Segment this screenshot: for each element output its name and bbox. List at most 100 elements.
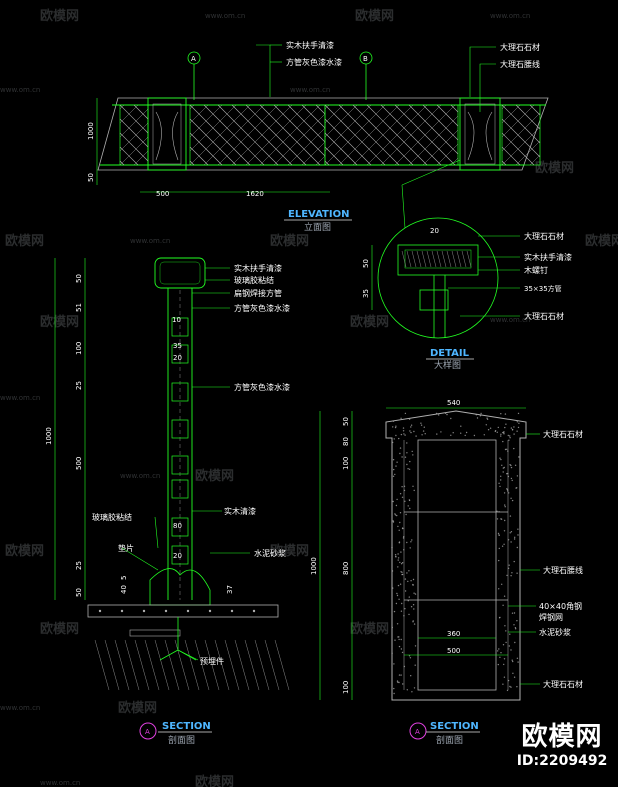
stone-speckle xyxy=(516,686,518,688)
section-b-dim-2: 80 xyxy=(342,437,350,446)
stone-speckle xyxy=(501,464,503,466)
detail-wood-grain xyxy=(461,250,467,268)
detail-wood-grain xyxy=(451,250,457,268)
post-tube xyxy=(171,344,189,364)
floor-hatch-line xyxy=(244,639,260,691)
stone-speckle xyxy=(499,457,501,459)
elevation-label-stone: 大理石石材 xyxy=(500,42,540,52)
stone-speckle xyxy=(401,496,404,498)
stone-speckle xyxy=(500,458,502,461)
elevation-lattice-bar xyxy=(315,155,326,166)
stone-speckle xyxy=(406,463,408,466)
stone-speckle xyxy=(400,638,402,641)
post-tubes xyxy=(171,317,189,565)
watermark-layer: 欧模网 www.om.cn 欧模网 www.om.cn 欧模网 www.om.c… xyxy=(0,8,618,787)
section-b-drawing: 540 50 80 100 800 100 1000 360 500 大理石石材… xyxy=(310,399,583,746)
stone-speckle xyxy=(511,659,513,661)
elevation-lattice-bar xyxy=(422,129,459,166)
stone-speckle xyxy=(514,464,517,466)
detail-wood-grain xyxy=(416,250,422,268)
elevation-lattice-bar xyxy=(203,104,265,166)
stone-speckle xyxy=(510,464,512,467)
stone-speckle xyxy=(394,639,396,641)
stone-speckle xyxy=(400,417,402,419)
floor-hatch-line xyxy=(194,639,210,691)
section-a-dim-5: 500 xyxy=(75,457,83,470)
stone-speckle xyxy=(498,588,500,590)
stone-speckle xyxy=(401,651,404,654)
stone-speckle xyxy=(408,596,410,598)
elevation-dim-base: 50 xyxy=(87,173,95,182)
stone-speckle xyxy=(409,507,411,510)
stone-speckle xyxy=(500,652,502,654)
section-a-dim-t4: 80 xyxy=(173,522,182,530)
stone-speckle xyxy=(496,518,499,520)
stone-speckle xyxy=(450,434,452,436)
stone-speckle xyxy=(391,652,393,654)
detail-wood-grain xyxy=(441,250,447,268)
stone-speckle xyxy=(413,489,415,492)
detail-label-stone-bottom: 大理石石材 xyxy=(524,311,564,321)
elevation-lattice-bar xyxy=(324,104,386,166)
stone-speckle xyxy=(400,610,403,612)
stone-speckle xyxy=(412,604,415,606)
stone-speckle xyxy=(412,583,414,586)
elevation-label-rail: 实木扶手清漆 xyxy=(286,40,334,50)
post-tube xyxy=(171,317,189,337)
elevation-lattice-bar xyxy=(119,132,149,162)
section-a-dim-7: 50 xyxy=(75,588,83,597)
elevation-label-lines: 大理石腰线 xyxy=(500,59,540,69)
stone-speckle xyxy=(415,435,417,437)
stone-speckle xyxy=(409,657,412,659)
stone-speckle xyxy=(413,430,415,433)
stone-speckle xyxy=(407,505,409,507)
section-b-subtitle: 剖面图 xyxy=(436,734,463,746)
section-b-dim-5: 100 xyxy=(342,681,350,694)
stone-speckle xyxy=(403,433,405,435)
section-b-dim-4: 800 xyxy=(342,562,350,575)
floor-hatch-line xyxy=(144,639,160,691)
stone-speckle xyxy=(406,452,408,454)
elevation-lattice-bar xyxy=(217,104,279,166)
stone-speckle xyxy=(397,584,400,587)
section-b-dim-3: 100 xyxy=(342,457,350,470)
stone-speckle xyxy=(398,674,401,676)
stone-speckle xyxy=(401,573,404,576)
stone-speckle xyxy=(516,475,519,477)
stone-speckle xyxy=(413,623,416,625)
elevation-lattice-bar xyxy=(273,104,326,157)
section-a-drawing: 50 51 100 25 500 25 50 1000 10 35 20 80 … xyxy=(45,257,290,746)
elevation-lattice-bar xyxy=(529,104,541,116)
section-marker-a-label: A xyxy=(191,55,196,63)
stone-speckle xyxy=(516,620,518,622)
section-a-dim-t6: 40 xyxy=(120,585,128,594)
elevation-lattice-bar xyxy=(301,141,326,166)
stone-speckle xyxy=(516,546,518,549)
stone-speckle xyxy=(513,560,515,563)
stone-speckle xyxy=(410,541,412,543)
stone-speckle xyxy=(391,626,393,629)
detail-wood-grain xyxy=(466,250,472,268)
stone-speckle xyxy=(420,424,423,426)
stone-speckle xyxy=(395,434,397,437)
stone-speckle xyxy=(408,655,411,657)
stone-speckle xyxy=(513,447,515,450)
section-b-marker-label: A xyxy=(415,728,420,736)
detail-label-pipe: 35×35方管 xyxy=(524,284,562,293)
stone-speckle xyxy=(508,492,510,494)
stone-speckle xyxy=(498,648,500,650)
stone-speckle xyxy=(510,497,512,499)
stone-speckle xyxy=(499,485,501,488)
stone-speckle xyxy=(460,432,462,434)
section-a-dim-total: 1000 xyxy=(45,427,53,445)
section-a-label-wood: 实木清漆 xyxy=(224,506,256,516)
elevation-dim-height: 1000 xyxy=(87,122,95,140)
post-tube xyxy=(171,545,189,565)
elevation-lattice-bar xyxy=(515,140,541,166)
post-tube xyxy=(171,479,189,499)
detail-drawing: 20 50 35 大理石石材 实木扶手清漆 木螺钉 35×35方管 大理石石材 … xyxy=(362,159,572,371)
stone-speckle xyxy=(394,554,397,556)
watermark-brand: 欧模网 xyxy=(5,233,44,249)
stone-speckle xyxy=(411,450,413,453)
stone-speckle xyxy=(394,426,397,429)
